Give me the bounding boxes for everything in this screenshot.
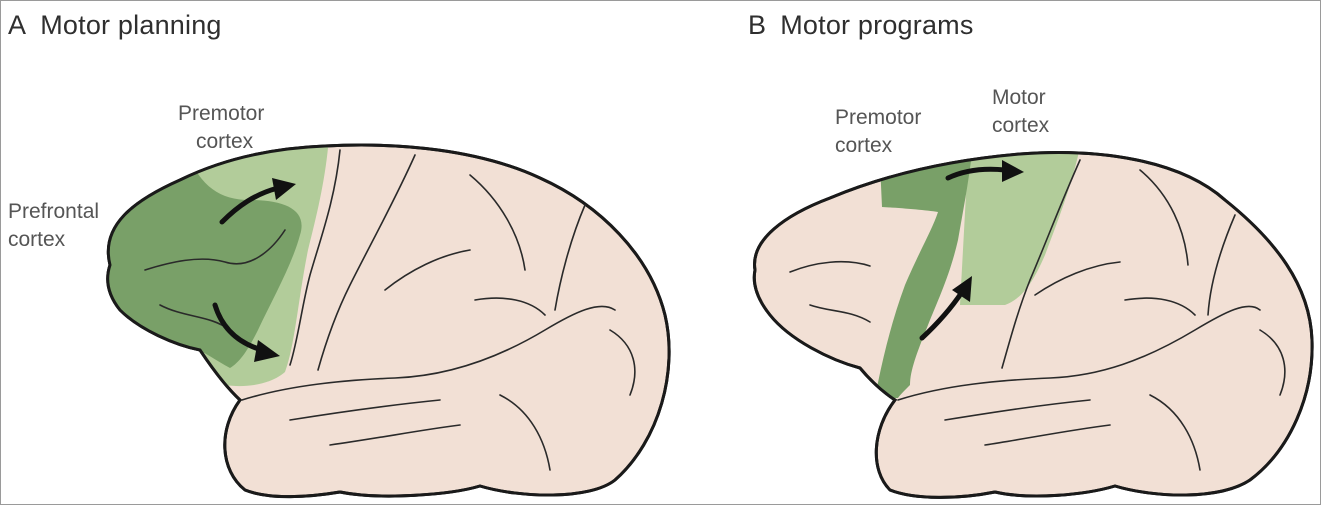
brain-diagram-b	[700, 0, 1321, 505]
label-prefrontal-a-line2: cortex	[8, 226, 99, 254]
label-motor-b-line2: cortex	[992, 112, 1049, 140]
label-prefrontal-a: Prefrontal cortex	[8, 198, 99, 254]
label-premotor-b-line2: cortex	[835, 132, 921, 160]
label-motor-b: Motor cortex	[992, 84, 1049, 140]
label-motor-b-line1: Motor	[992, 84, 1049, 112]
label-premotor-b-line1: Premotor	[835, 104, 921, 132]
label-premotor-a: Premotor cortex	[178, 100, 264, 156]
label-prefrontal-a-line1: Prefrontal	[8, 198, 99, 226]
label-premotor-a-line2: cortex	[178, 128, 264, 156]
label-premotor-a-line1: Premotor	[178, 100, 264, 128]
label-premotor-b: Premotor cortex	[835, 104, 921, 160]
brain-diagram-a	[0, 0, 700, 505]
